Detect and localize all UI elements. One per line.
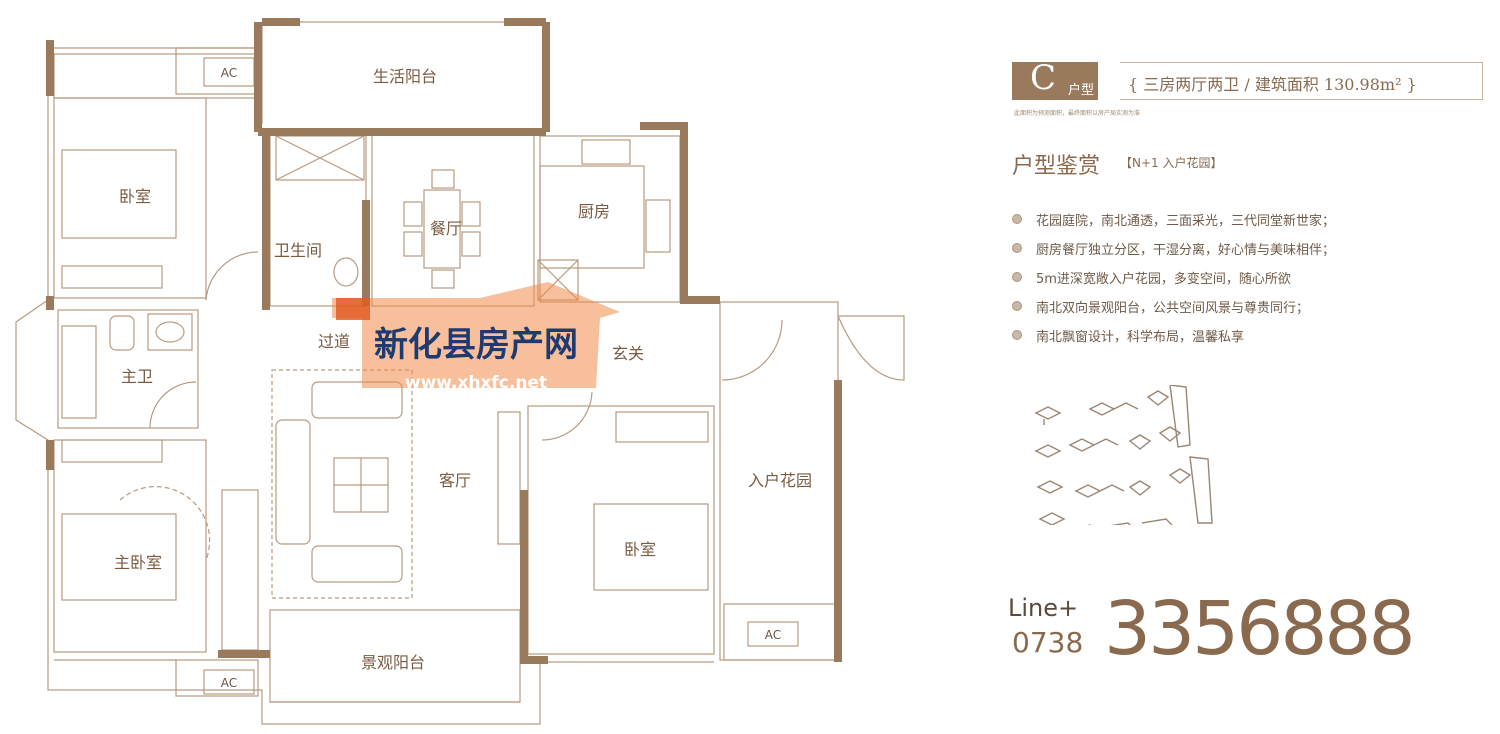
feature-text: 5m进深宽敞入户花园，多变空间，随心所欲 [1036,272,1291,287]
room-label-bathroom: 卫生间 [274,241,322,260]
room-label-bedroom-nw: 卧室 [119,187,151,206]
room-label-bedroom-se: 卧室 [624,540,656,559]
contact-area-code: 0738 [1012,626,1084,659]
feature-text: 南北飘窗设计，科学布局，温馨私享 [1036,330,1245,345]
site-plan-thumbnail [1034,385,1213,525]
floor-plan: 生活阳台 卧室 餐厅 厨房 卫生间 过道 玄关 主卫 客厅 入户花园 主卧室 卧… [15,18,905,725]
feature-item: 南北飘窗设计，科学布局，温馨私享 [1012,326,1335,355]
room-label-corridor: 过道 [318,332,350,351]
room-label-master-bedroom: 主卧室 [114,553,162,572]
room-label-view-balcony: 景观阳台 [361,653,425,672]
room-label-foyer: 玄关 [612,344,644,363]
feature-item: 厨房餐厅独立分区，干湿分离，好心情与美味相伴； [1012,239,1335,268]
room-label-entry-garden: 入户花园 [748,471,812,490]
feature-item: 5m进深宽敞入户花园，多变空间，随心所欲 [1012,268,1335,297]
bullet-icon [1012,330,1022,340]
ac-label-garden: AC [765,628,781,642]
bullet-icon [1012,214,1022,224]
watermark-logo [332,282,620,388]
feature-text: 南北双向景观阳台，公共空间风景与尊贵同行； [1036,301,1310,316]
room-label-living: 客厅 [439,471,471,490]
unit-type-letter: C [1030,58,1057,98]
feature-list: 花园庭院，南北通透，三面采光，三代同堂新世家； 厨房餐厅独立分区，干湿分离，好心… [1012,210,1335,355]
watermark-name: 新化县房产网 [374,325,578,365]
feature-text: 花园庭院，南北通透，三面采光，三代同堂新世家； [1036,214,1336,229]
feature-text: 厨房餐厅独立分区，干湿分离，好心情与美味相伴； [1036,243,1336,258]
contact-line-label: Line+ [1008,594,1079,622]
bullet-icon [1012,272,1022,282]
appreciation-title: 户型鉴赏 [1012,154,1101,179]
bullet-icon [1012,301,1022,311]
unit-type-label: 户型 [1068,83,1095,98]
room-label-kitchen: 厨房 [578,202,610,221]
feature-item: 花园庭院，南北通透，三面采光，三代同堂新世家； [1012,210,1335,239]
spec-bracket [1120,62,1483,100]
unit-spec: { 三房两厅两卫 / 建筑面积 130.98m² } [1128,75,1417,94]
ac-label-south: AC [221,676,237,690]
room-label-dining: 餐厅 [430,219,462,238]
room-label-living-balcony: 生活阳台 [373,67,437,86]
appreciation-subtitle: 【N+1 入户花园】 [1120,156,1223,170]
feature-item: 南北双向景观阳台，公共空间风景与尊贵同行； [1012,297,1335,326]
bullet-icon [1012,243,1022,253]
area-disclaimer: 此面积为预测面积，最终面积以房产局实测为准 [1014,110,1141,117]
unit-type-badge: C 户型 [1012,58,1098,100]
contact-phone-number: 3356888 [1104,586,1416,672]
watermark-url: www.xhxfc.net [405,373,547,393]
ac-label-north: AC [221,66,237,80]
room-label-master-bath: 主卫 [121,367,153,386]
